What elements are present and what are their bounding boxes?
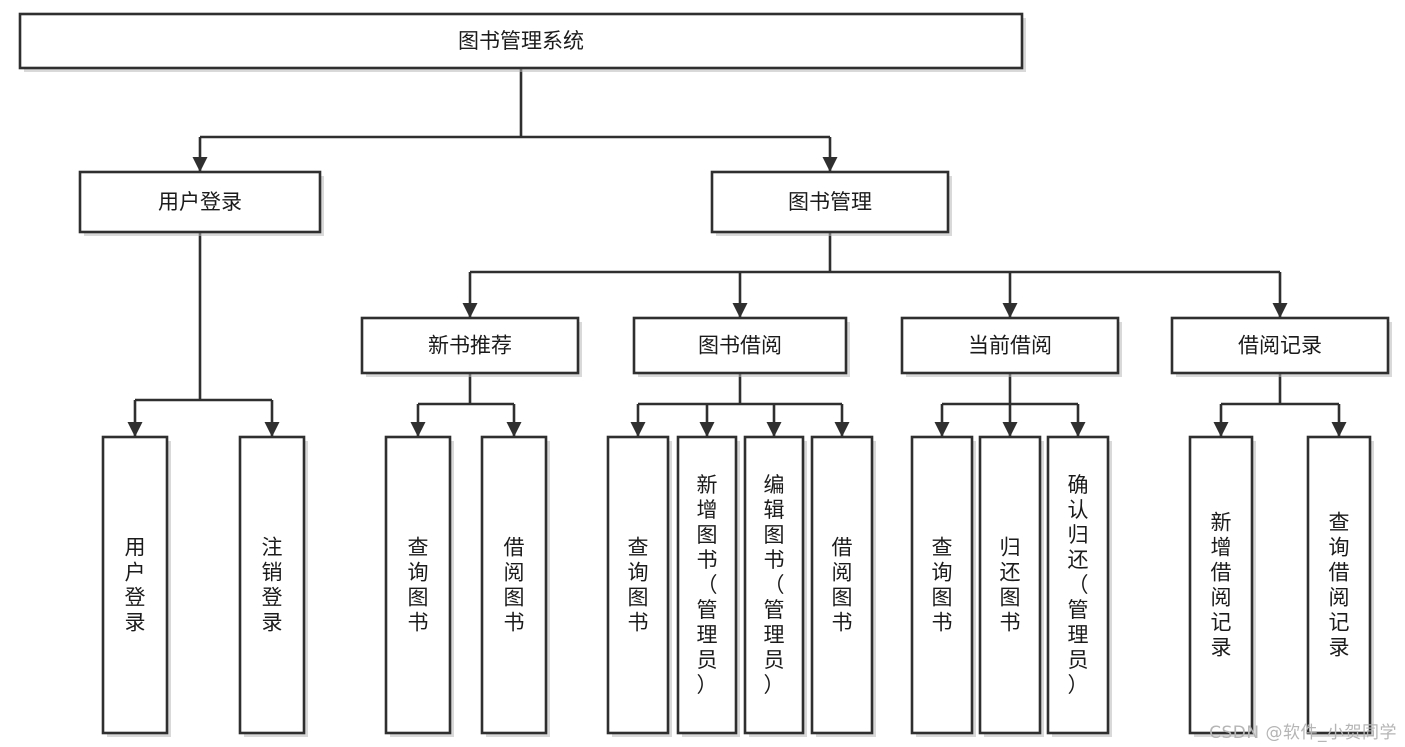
node-label: 新书推荐	[428, 334, 512, 358]
arrow-head	[699, 422, 715, 437]
arrow-head	[462, 303, 478, 318]
arrow-head	[630, 422, 646, 437]
edge-group	[410, 373, 522, 437]
node-label: 归还图书	[1000, 536, 1021, 635]
node-box[interactable]	[810, 435, 874, 735]
node-leaf-query-record[interactable]: 查询借阅记录	[1306, 435, 1374, 737]
arrow-head	[192, 157, 208, 172]
node-leaf-query-book-1[interactable]: 查询图书	[384, 435, 454, 737]
node-leaf-user-login[interactable]: 用户登录	[101, 435, 171, 737]
node-box[interactable]	[676, 435, 738, 735]
node-label: 注销登录	[262, 536, 283, 635]
edge-group	[127, 232, 280, 437]
node-borrow-record[interactable]: 借阅记录	[1170, 316, 1392, 377]
node-leaf-edit-book[interactable]: 编辑图书（管理员）	[743, 435, 807, 737]
node-root-system[interactable]: 图书管理系统	[18, 12, 1026, 72]
node-leaf-return-book[interactable]: 归还图书	[978, 435, 1044, 737]
edge-group	[934, 373, 1086, 437]
node-label: 用户登录	[158, 190, 242, 214]
node-label: 借阅图书	[832, 536, 853, 635]
node-box[interactable]	[238, 435, 306, 735]
node-label: 新增借阅记录	[1211, 511, 1232, 660]
node-box[interactable]	[360, 316, 580, 375]
edge-group	[630, 373, 850, 437]
node-label: 查询图书	[408, 536, 429, 635]
arrow-head	[732, 303, 748, 318]
arrow-head	[1331, 422, 1347, 437]
arrow-head	[1002, 303, 1018, 318]
arrow-head	[1213, 422, 1229, 437]
edge-group	[1213, 373, 1347, 437]
node-label: 图书借阅	[698, 334, 782, 358]
node-label: 借阅图书	[504, 536, 525, 635]
node-label: 查询借阅记录	[1329, 511, 1350, 660]
node-box[interactable]	[1046, 435, 1110, 735]
node-label: 图书管理系统	[458, 29, 584, 53]
node-box[interactable]	[632, 316, 848, 375]
arrow-head	[1272, 303, 1288, 318]
node-current-borrow[interactable]: 当前借阅	[900, 316, 1122, 377]
node-label: 查询图书	[628, 536, 649, 635]
node-box[interactable]	[1170, 316, 1390, 375]
node-box[interactable]	[710, 170, 950, 234]
node-leaf-borrow-book-2[interactable]: 借阅图书	[810, 435, 876, 737]
node-label: 用户登录	[125, 536, 146, 635]
arrow-head	[1070, 422, 1086, 437]
node-book-manage[interactable]: 图书管理	[710, 170, 952, 236]
node-label: 新增图书（管理员）	[697, 473, 718, 697]
arrow-head	[934, 422, 950, 437]
edge-group	[192, 68, 838, 172]
node-leaf-query-book-2[interactable]: 查询图书	[606, 435, 672, 737]
node-box[interactable]	[1306, 435, 1372, 735]
node-box[interactable]	[78, 170, 322, 234]
csdn-watermark: CSDN @软件_小贺同学	[1209, 723, 1397, 743]
node-box[interactable]	[101, 435, 169, 735]
node-box[interactable]	[910, 435, 974, 735]
arrow-head	[766, 422, 782, 437]
node-user-login[interactable]: 用户登录	[78, 170, 324, 236]
node-new-book-recommend[interactable]: 新书推荐	[360, 316, 582, 377]
node-box[interactable]	[1188, 435, 1254, 735]
node-leaf-add-book[interactable]: 新增图书（管理员）	[676, 435, 740, 737]
node-leaf-confirm-return[interactable]: 确认归还（管理员）	[1046, 435, 1112, 737]
edge-group	[462, 232, 1288, 318]
node-leaf-query-book-3[interactable]: 查询图书	[910, 435, 976, 737]
node-label: 编辑图书（管理员）	[764, 473, 785, 697]
node-leaf-user-logout[interactable]: 注销登录	[238, 435, 308, 737]
arrow-head	[410, 422, 426, 437]
node-label: 查询图书	[932, 536, 953, 635]
arrow-head	[506, 422, 522, 437]
node-book-borrow[interactable]: 图书借阅	[632, 316, 850, 377]
node-box[interactable]	[384, 435, 452, 735]
nodes-layer: 图书管理系统用户登录图书管理新书推荐图书借阅当前借阅借阅记录用户登录注销登录查询…	[18, 12, 1392, 737]
arrow-head	[822, 157, 838, 172]
arrow-head	[264, 422, 280, 437]
node-label: 当前借阅	[968, 334, 1052, 358]
node-box[interactable]	[18, 12, 1024, 70]
node-box[interactable]	[978, 435, 1042, 735]
node-label: 图书管理	[788, 190, 872, 214]
arrow-head	[1002, 422, 1018, 437]
arrow-head	[127, 422, 143, 437]
node-label: 确认归还（管理员）	[1068, 473, 1089, 697]
node-box[interactable]	[743, 435, 805, 735]
node-box[interactable]	[900, 316, 1120, 375]
node-box[interactable]	[480, 435, 548, 735]
node-leaf-borrow-book-1[interactable]: 借阅图书	[480, 435, 550, 737]
node-box[interactable]	[606, 435, 670, 735]
arrow-head	[834, 422, 850, 437]
node-label: 借阅记录	[1238, 334, 1322, 358]
node-leaf-add-record[interactable]: 新增借阅记录	[1188, 435, 1256, 737]
connectors-layer	[127, 68, 1347, 437]
